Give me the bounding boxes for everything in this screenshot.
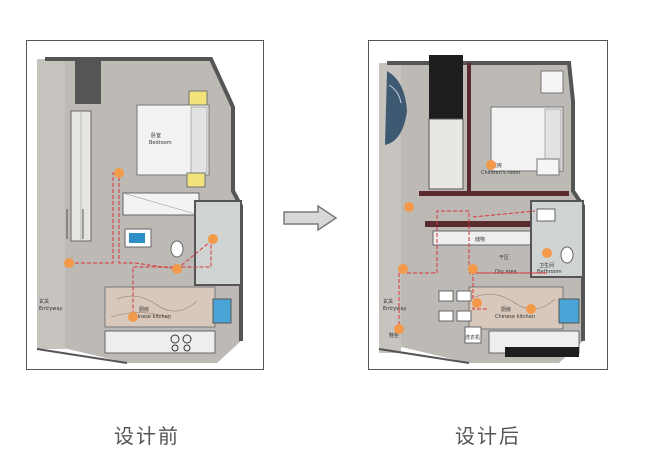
route-point [468, 264, 478, 274]
entry-label-en: Entryway [39, 306, 62, 312]
bathroom-label-cn: 卫生间 [539, 262, 554, 269]
entry-label-cn: 玄关 [39, 298, 49, 305]
machine-label: 洗衣机 [465, 334, 480, 341]
route-point [526, 304, 536, 314]
dry-area-label-cn: 干区 [499, 255, 509, 261]
kitchen-label-cn: 厨房 [501, 306, 511, 313]
route-point [64, 258, 74, 268]
sink-icon [536, 208, 556, 222]
route-point [472, 298, 482, 308]
route-point [172, 264, 182, 274]
plant-icon [385, 71, 407, 145]
kitchen-label-cn: 厨房 [139, 306, 149, 313]
storage-label-cn: 储物 [475, 236, 485, 243]
dry-area-label-en: Dry area [495, 269, 517, 275]
route-point [114, 168, 124, 178]
route-point [128, 312, 138, 322]
route-point [398, 264, 408, 274]
bedroom-label-cn: 卧室 [151, 132, 161, 139]
shoe-label: 鞋柜 [389, 332, 399, 339]
kitchen-label-en: Chinese kitchen [495, 314, 535, 320]
caption-after: 设计后 [455, 424, 521, 448]
bedroom-label-en: Bedroom [149, 140, 172, 146]
kitchen-label-en: Chinese kitchen [131, 314, 171, 320]
route-point [404, 202, 414, 212]
route-point [208, 234, 218, 244]
entry-label-cn: 玄关 [383, 298, 393, 305]
arrow-right-icon [283, 205, 338, 231]
bathroom-label-en: Bathroom [537, 269, 562, 275]
bed-icon [490, 70, 564, 176]
entry-label-en: Entryway [383, 306, 406, 312]
toilet-icon [560, 246, 574, 264]
bed-icon [136, 90, 210, 188]
floorplan-before-drawing: 卧室 Bedroom 厨房 Chinese kitchen 玄关 Entrywa… [36, 57, 243, 364]
caption-before: 设计前 [114, 424, 180, 448]
toilet-icon [170, 240, 184, 258]
chair-icon [438, 290, 472, 322]
childrens-room-label-en: Children's room [481, 170, 520, 176]
route-point [486, 160, 496, 170]
route-point [394, 324, 404, 334]
floorplan-after-drawing: 儿童房 Children's room 卫生间 Bathroom 干区 Dry … [378, 55, 585, 364]
stove-icon [170, 334, 192, 352]
route-point [542, 248, 552, 258]
floorplan-before: 卧室 Bedroom 厨房 Chinese kitchen 玄关 Entrywa… [26, 40, 264, 370]
floorplan-after: 儿童房 Children's room 卫生间 Bathroom 干区 Dry … [368, 40, 608, 370]
